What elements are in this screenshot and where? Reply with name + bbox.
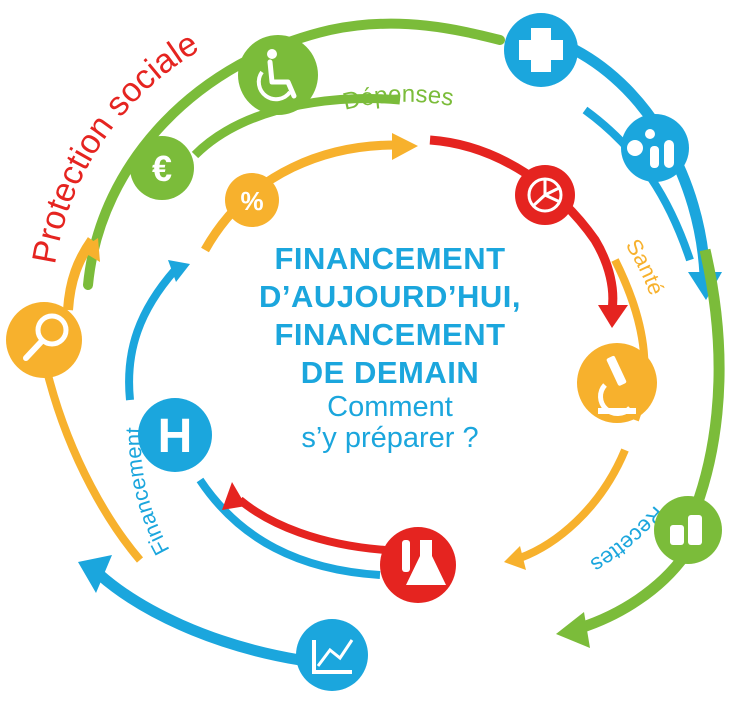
- center-title-block: FINANCEMENT D’AUJOURD’HUI, FINANCEMENT D…: [230, 240, 550, 454]
- title-line-2: D’AUJOURD’HUI,: [259, 279, 521, 314]
- outer-green-arc-bottom: [578, 551, 690, 634]
- svg-text:%: %: [240, 186, 263, 216]
- line-chart-icon: [296, 619, 368, 691]
- inner-orange-arc-bottom: [518, 448, 629, 562]
- magnifier-icon: [6, 302, 82, 378]
- pie-chart-icon: [515, 165, 575, 225]
- inner-red-arc-bottom: [237, 496, 386, 554]
- outer-green-arrowhead: [556, 612, 590, 648]
- middle-blue-arrowhead: [168, 260, 190, 282]
- outer-orange-arrowhead: [80, 238, 100, 262]
- hospital-icon: H: [138, 398, 212, 472]
- outer-blue-arrowhead-left: [78, 555, 112, 593]
- subtitle-line-2: s’y préparer ?: [301, 422, 479, 454]
- wheelchair-icon: [238, 35, 318, 115]
- inner-orange-arc-top: [201, 140, 396, 253]
- pills-icon: [621, 114, 689, 182]
- laboratory-flask-icon: [380, 527, 456, 603]
- outer-blue-arc-bottom: [96, 570, 301, 666]
- medical-cross-icon: [504, 13, 578, 87]
- title-line-3: FINANCEMENT: [274, 317, 506, 352]
- subtitle-line-1: Comment: [327, 391, 453, 423]
- title-line-1: FINANCEMENT: [274, 241, 506, 276]
- svg-text:€: €: [152, 148, 172, 189]
- microscope-icon: [577, 343, 657, 423]
- inner-red-arrowhead: [598, 305, 628, 328]
- outer-orange-arc-lower-left: [44, 373, 144, 563]
- inner-red-arc-right: [429, 135, 618, 311]
- outer-green-arc-right: [689, 248, 725, 512]
- inner-red-arrowhead-bottom: [222, 482, 246, 510]
- euro-icon: €: [130, 136, 194, 200]
- percent-icon: %: [225, 173, 279, 227]
- middle-blue-arc-left: [125, 267, 179, 401]
- coins-icon: [654, 496, 722, 564]
- middle-blue-arc-lower-left: [196, 477, 381, 579]
- label-depenses: Dépenses: [340, 81, 455, 116]
- title-line-4: DE DEMAIN: [300, 355, 480, 390]
- svg-text:H: H: [158, 410, 193, 463]
- inner-orange-arrowhead-bottom: [504, 546, 526, 570]
- inner-orange-arrowhead: [392, 133, 418, 160]
